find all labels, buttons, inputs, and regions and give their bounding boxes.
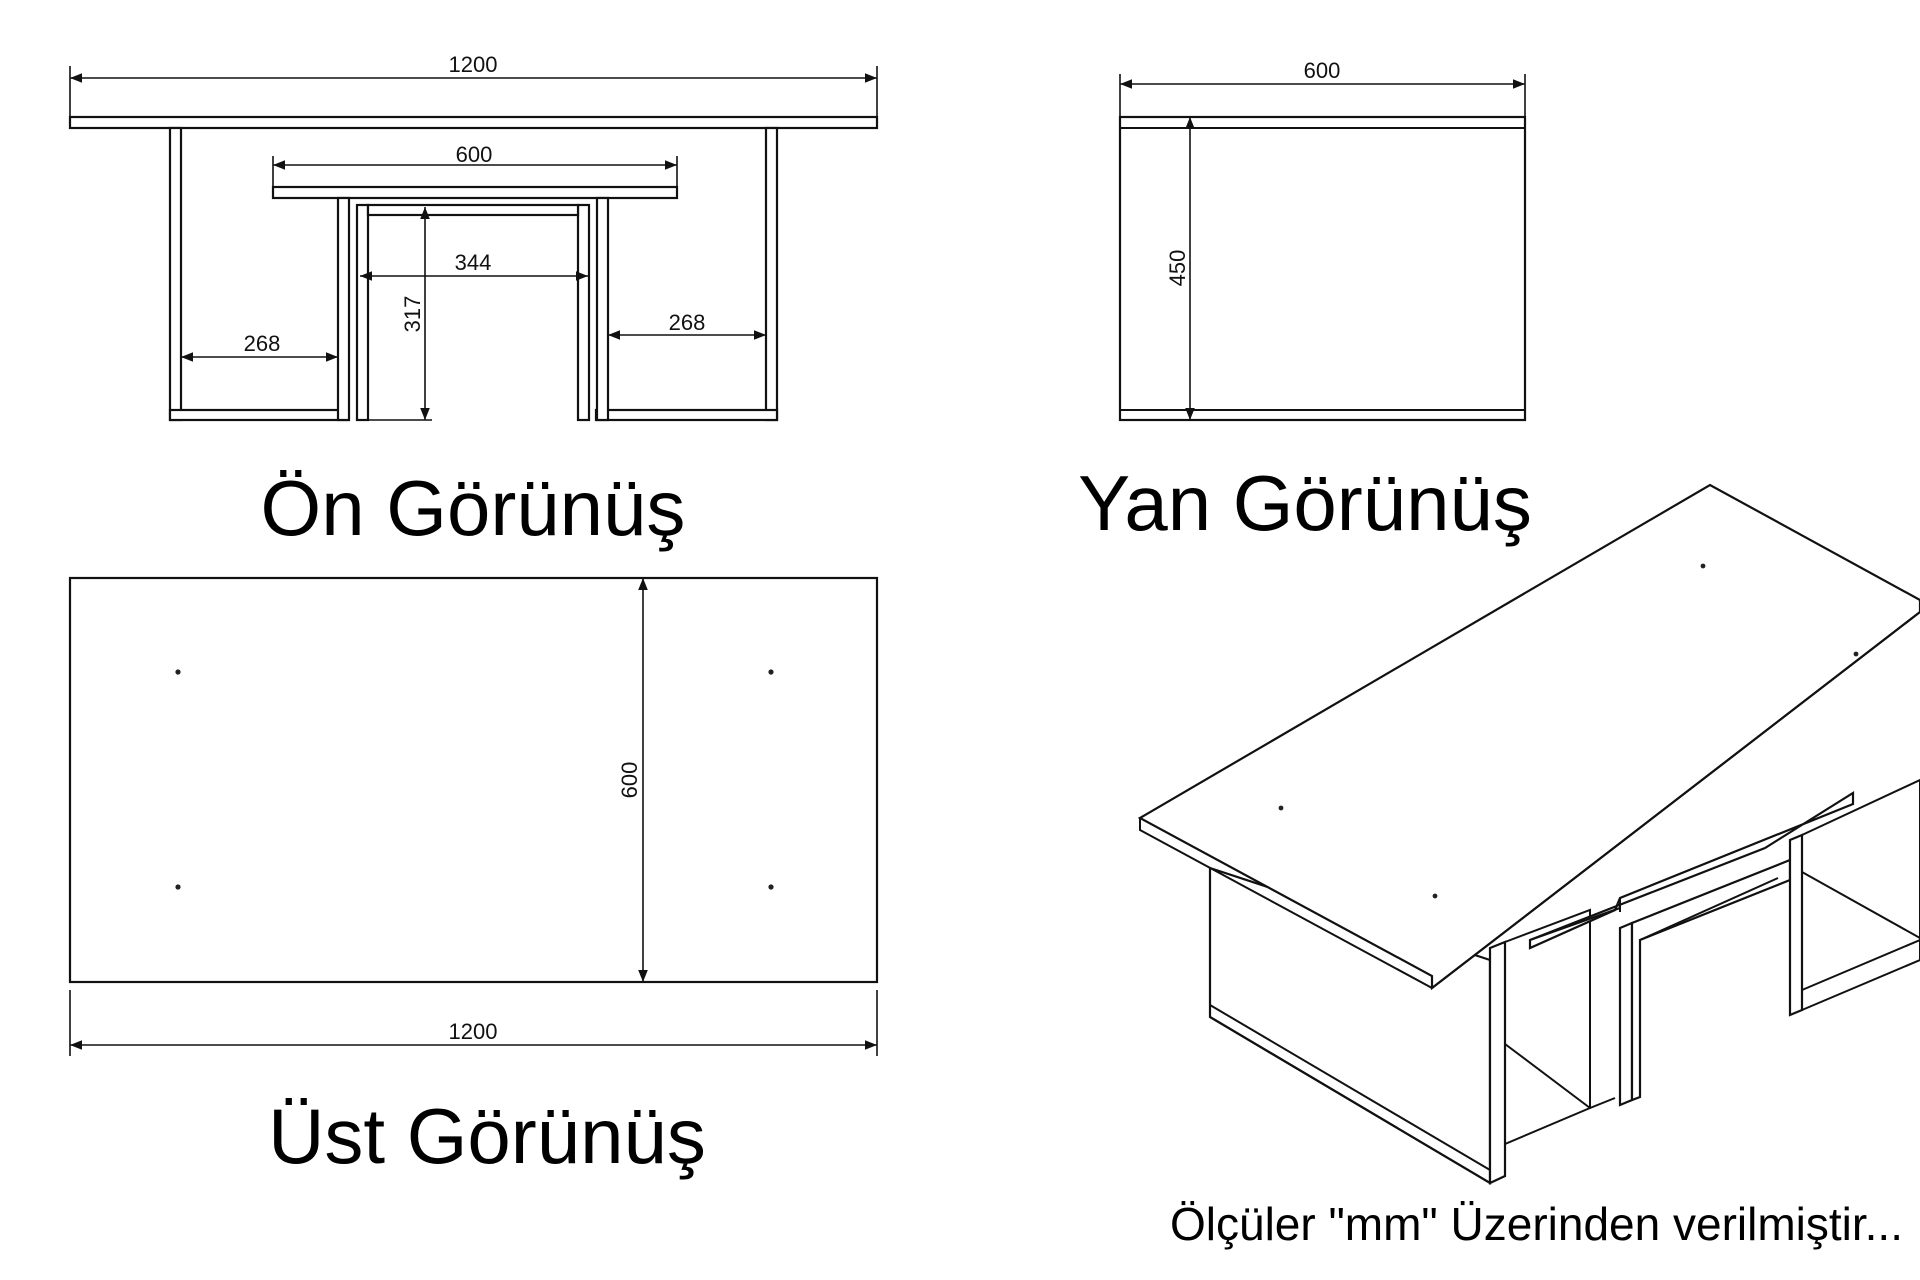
dim-label-right-compartment: 268 — [669, 310, 706, 335]
front-left-bottom-shelf — [168, 408, 350, 422]
iso-right-cabinet-front — [1788, 833, 1804, 1017]
front-middle-shelf — [271, 185, 679, 200]
front-inner-top-rail — [366, 203, 580, 217]
iso-hole-4 — [1432, 893, 1438, 899]
dim-label-side-height: 450 — [1165, 250, 1190, 287]
front-view: 1200 600 344 317 268 268 Ön Görünüş — [68, 52, 879, 552]
front-inner-divider-left — [336, 196, 351, 422]
top-hole-3 — [175, 884, 181, 890]
isometric-view — [1137, 483, 1920, 1185]
dim-label-left-compartment: 268 — [244, 331, 281, 356]
top-outline — [68, 576, 879, 984]
front-inner-divider-right — [595, 196, 610, 422]
iso-middle-shelf — [1528, 791, 1855, 950]
iso-middle-panel-top — [1630, 858, 1792, 1102]
front-tabletop — [68, 115, 879, 130]
dim-label-shelf-width: 600 — [456, 142, 493, 167]
front-view-title: Ön Görünüş — [261, 464, 686, 552]
dim-label-top-width: 1200 — [449, 1019, 498, 1044]
dim-label-front-width: 1200 — [449, 52, 498, 77]
dim-label-inner-height: 317 — [400, 296, 425, 333]
front-right-bottom-shelf — [594, 408, 779, 422]
top-hole-2 — [768, 669, 774, 675]
front-inner-panel-left — [355, 203, 370, 422]
top-hole-4 — [768, 884, 774, 890]
top-view: 600 1200 Üst Görünüş — [68, 576, 879, 1180]
iso-hole-2 — [1853, 651, 1859, 657]
front-left-leg — [168, 126, 183, 422]
iso-tabletop — [1137, 483, 1920, 991]
iso-left-cabinet-edge — [1488, 940, 1507, 1185]
front-right-leg — [764, 126, 779, 422]
dim-label-side-depth: 600 — [1304, 58, 1341, 83]
top-view-title: Üst Görünüş — [268, 1092, 706, 1180]
units-note: Ölçüler "mm" Üzerinden verilmiştir... — [1170, 1198, 1903, 1250]
side-view-title: Yan Görünüş — [1078, 459, 1532, 547]
front-inner-panel-right — [576, 203, 591, 422]
iso-hole-1 — [1700, 563, 1706, 569]
dim-label-inner-width: 344 — [455, 250, 492, 275]
iso-hole-3 — [1278, 805, 1284, 811]
top-hole-1 — [175, 669, 181, 675]
side-view: 600 450 Yan Görünüş — [1078, 58, 1532, 547]
iso-middle-panel-left — [1618, 921, 1634, 1107]
dim-label-top-depth: 600 — [617, 762, 642, 799]
